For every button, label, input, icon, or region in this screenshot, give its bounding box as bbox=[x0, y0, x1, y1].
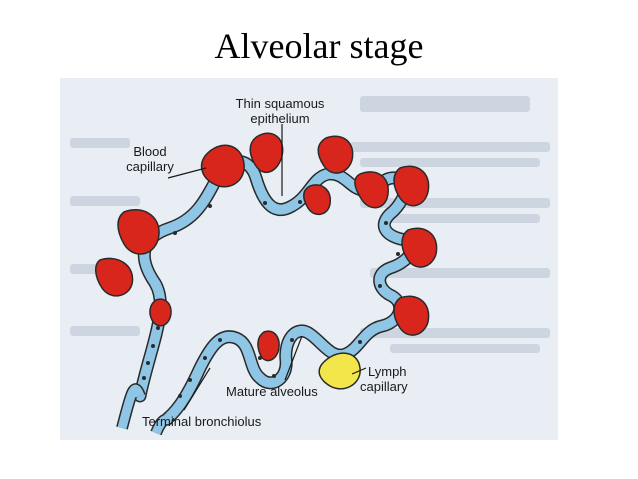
label-mature-alveolus: Mature alveolus bbox=[226, 384, 318, 399]
lymph-capillary bbox=[318, 352, 361, 390]
label-lymph-capillary-line1: Lymph bbox=[368, 364, 407, 379]
leader-lines bbox=[167, 124, 367, 411]
label-blood-capillary-line2: capillary bbox=[126, 159, 174, 174]
diagram-labels: Thin squamous epithelium Blood capillary… bbox=[126, 96, 408, 429]
label-thin-squamous-line1: Thin squamous bbox=[236, 96, 325, 111]
blood-capillaries bbox=[95, 132, 438, 362]
alveolar-epithelium bbox=[116, 155, 419, 436]
label-thin-squamous-line2: epithelium bbox=[250, 111, 309, 126]
slide-title: Alveolar stage bbox=[214, 26, 424, 66]
label-lymph-capillary-line2: capillary bbox=[360, 379, 408, 394]
label-terminal-bronchiolus: Terminal bronchiolus bbox=[142, 414, 262, 429]
label-blood-capillary-line1: Blood bbox=[133, 144, 166, 159]
alveolus-diagram: Thin squamous epithelium Blood capillary… bbox=[70, 96, 550, 436]
alveolar-stage-figure: Thin squamous epithelium Blood capillary… bbox=[60, 78, 558, 440]
